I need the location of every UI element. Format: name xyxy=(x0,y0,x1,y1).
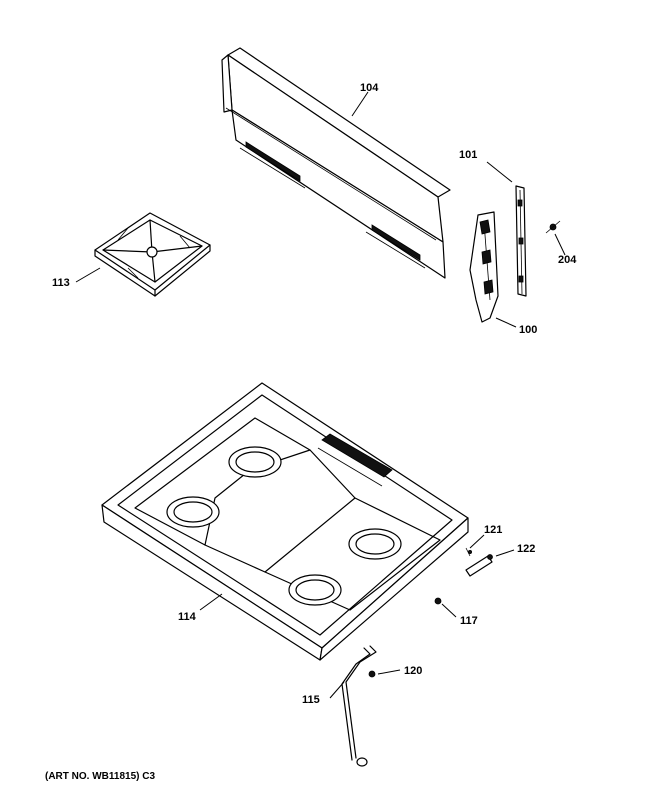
label-117: 117 xyxy=(460,615,478,627)
label-101: 101 xyxy=(459,149,477,161)
burner-tube-part-115 xyxy=(341,645,377,767)
label-204: 204 xyxy=(558,254,577,266)
label-121: 121 xyxy=(484,524,502,536)
end-cap-part-100 xyxy=(469,211,499,323)
cooktop-part-114 xyxy=(101,382,469,661)
orifice-part-117 xyxy=(434,597,442,605)
clip-part-120 xyxy=(368,670,376,678)
screw-part-204 xyxy=(545,220,561,234)
label-100: 100 xyxy=(519,324,537,336)
label-122: 122 xyxy=(517,543,535,555)
burner-grate-part-113 xyxy=(94,212,211,297)
art-number: (ART NO. WB11815) C3 xyxy=(45,771,155,782)
leader-lines xyxy=(75,91,566,699)
label-114: 114 xyxy=(178,611,197,623)
screw-part-121 xyxy=(465,547,472,557)
label-115: 115 xyxy=(302,694,320,706)
backsplash-part-104 xyxy=(221,47,451,279)
label-113: 113 xyxy=(52,277,70,289)
valve-part-122 xyxy=(465,554,493,577)
bracket-part-101 xyxy=(515,185,527,297)
label-120: 120 xyxy=(404,665,422,677)
label-104: 104 xyxy=(360,82,379,94)
